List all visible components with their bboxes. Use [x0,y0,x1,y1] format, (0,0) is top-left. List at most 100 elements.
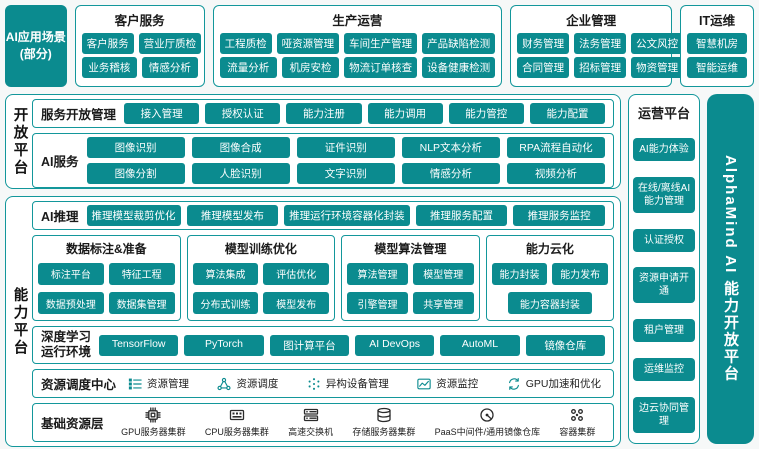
operations-platform-title: 运营平台 [637,106,690,121]
scheduling-item-label: 异构设备管理 [325,378,389,390]
capability-chip: 能力发布 [552,262,609,285]
group-title: 生产运营 [332,14,383,28]
group-title: 客户服务 [114,14,165,28]
base-resource-item: PaaS中间件/通用镜像仓库 [434,407,541,438]
ops-chip: 资源申请开通 [633,267,695,304]
capability-platform-panel: 能力平台 AI推理 推理模型裁剪优化 推理模型发布 推理运行环境容器化封装 推理… [5,196,621,447]
capability-chip: 共享管理 [412,292,474,315]
capability-chip: 人脸识别 [191,163,290,184]
box-title: AI服务 [41,155,79,169]
scheduling-item: GPU加速和优化 [507,376,601,391]
ops-chip: AI能力体验 [633,137,695,161]
scenario-chip: 合同管理 [517,57,570,79]
scenario-chip: 公文风控 [631,32,684,54]
dl-runtime-box: 深度学习 运行环境 TensorFlow PyTorch 图计算平台 AI De… [32,326,614,364]
capability-chip: 图像识别 [86,137,185,158]
capability-chip: 接入管理 [124,103,200,124]
scenario-chip: 物资管理 [631,57,684,79]
capability-chip: 推理服务配置 [415,205,508,226]
base-resource-label: CPU服务器集群 [204,427,269,437]
scenario-chip: 设备健康检测 [422,57,496,79]
model-algorithm-box: 模型算法管理 算法管理 模型管理 引擎管理 共享管理 [341,235,480,321]
scenario-group-customer-service: 客户服务 客户服务 营业厅质检 业务稽核 情感分析 [74,5,205,87]
scenario-chip: 财务管理 [517,32,570,54]
scenario-chip: 物流订单核查 [344,57,418,79]
operations-platform-panel: 运营平台 AI能力体验 在线/离线AI能力管理 认证授权 资源申请开通 租户管理… [628,94,700,444]
capability-chip: PyTorch [184,334,264,356]
capability-platform-label: 能力平台 [11,286,28,357]
paas-middleware-icon [480,408,494,422]
capability-chip: NLP文本分析 [401,137,500,158]
base-resource-item: 存储服务器集群 [352,407,415,438]
scenario-chip: 哑资源管理 [276,32,340,54]
capability-chip: RPA流程自动化 [506,137,605,158]
capability-chip: 特征工程 [108,262,175,285]
capability-chip: 标注平台 [38,262,104,285]
ops-chip: 边云协同管理 [633,396,695,433]
scheduling-item: 资源调度 [217,376,278,391]
resource-scheduling-icon [217,377,231,390]
heterogeneous-device-icon [308,377,320,390]
app-scenarios-strip: AI应用场景 (部分) 客户服务 客户服务 营业厅质检 业务稽核 情感分析 生产… [5,5,754,87]
base-resources-box: 基础资源层 GPU服务器集群 CPU服务器集群 [32,403,614,442]
scenario-chip: 营业厅质检 [138,32,202,54]
ops-chip: 租户管理 [633,319,695,343]
ops-chip: 认证授权 [633,228,695,252]
scenario-chip: 招标管理 [574,57,627,79]
dl-title-line2: 运行环境 [41,345,92,359]
capability-chip: 镜像仓库 [525,334,605,356]
capability-chip: AI DevOps [355,334,435,356]
base-resource-item: 容器集群 [559,407,595,438]
group-title: IT运维 [699,14,736,28]
base-resource-label: GPU服务器集群 [121,427,186,437]
box-title: 深度学习 运行环境 [41,330,91,360]
capability-chip: 推理服务监控 [513,205,605,226]
scenario-chip: 客户服务 [81,32,134,54]
capability-chip: 情感分析 [401,163,500,184]
open-platform-panel: 开放平台 服务开放管理 接入管理 授权认证 能力注册 能力调用 能力管控 能力配… [5,94,621,189]
capability-chip: 能力调用 [367,103,443,124]
capability-chip: 推理模型发布 [186,205,279,226]
scenario-group-it-operations: IT运维 智慧机房 智能运维 [680,5,754,87]
capability-chip: 视频分析 [506,163,605,184]
box-title: 模型算法管理 [374,242,447,256]
capability-chip: 能力封装 [491,262,548,285]
gpu-acceleration-icon [508,377,519,390]
service-open-management-box: 服务开放管理 接入管理 授权认证 能力注册 能力调用 能力管控 能力配置 [32,99,614,128]
app-scenarios-label: AI应用场景 (部分) [5,5,67,87]
box-title: 数据标注&准备 [65,242,147,256]
ai-services-box: AI服务 图像识别 图像合成 证件识别 NLP文本分析 RPA流程自动化 图像分… [32,133,614,188]
storage-cluster-icon [377,407,391,423]
capability-chip: 模型发布 [263,292,330,315]
resource-monitoring-icon [417,378,431,389]
scenario-group-production-operations: 生产运营 工程质检 哑资源管理 车间生产管理 产品缺陷检测 流量分析 机房安检 … [212,5,503,87]
ops-chip: 运维监控 [633,358,695,382]
base-resource-label: PaaS中间件/通用镜像仓库 [434,427,541,437]
box-title: 模型训练优化 [224,242,297,256]
scheduling-item-label: 资源调度 [236,378,279,390]
capability-chip: 算法管理 [347,262,408,285]
capability-chip: 评估优化 [263,262,330,285]
app-scenarios-title-line2: (部分) [19,47,52,61]
capability-chip: 推理运行环境容器化封装 [284,205,410,226]
data-annotation-box: 数据标注&准备 标注平台 特征工程 数据预处理 数据集管理 [32,235,181,321]
app-scenarios-title-line1: AI应用场景 [5,30,66,45]
platform-banner: AlphaMind AI 能力开放平台 [707,94,754,444]
capability-chip: 图像分割 [86,163,185,184]
scenario-chip: 产品缺陷检测 [422,32,496,54]
dl-title-line1: 深度学习 [41,330,92,344]
capability-chip: 能力注册 [286,103,362,124]
open-platform-label: 开放平台 [11,106,28,177]
group-title: 企业管理 [566,14,617,28]
scenario-chip: 法务管理 [574,32,627,54]
ai-inference-box: AI推理 推理模型裁剪优化 推理模型发布 推理运行环境容器化封装 推理服务配置 … [32,201,614,230]
box-title: 基础资源层 [41,417,104,431]
capability-chip: 引擎管理 [347,292,408,315]
capability-chip: 授权认证 [205,103,281,124]
capability-chip: 能力配置 [529,103,606,124]
capability-chip: 图计算平台 [269,334,349,356]
box-title: 能力云化 [525,242,574,256]
capability-chip: 数据集管理 [108,292,175,315]
capability-chip: 数据预处理 [38,292,104,315]
